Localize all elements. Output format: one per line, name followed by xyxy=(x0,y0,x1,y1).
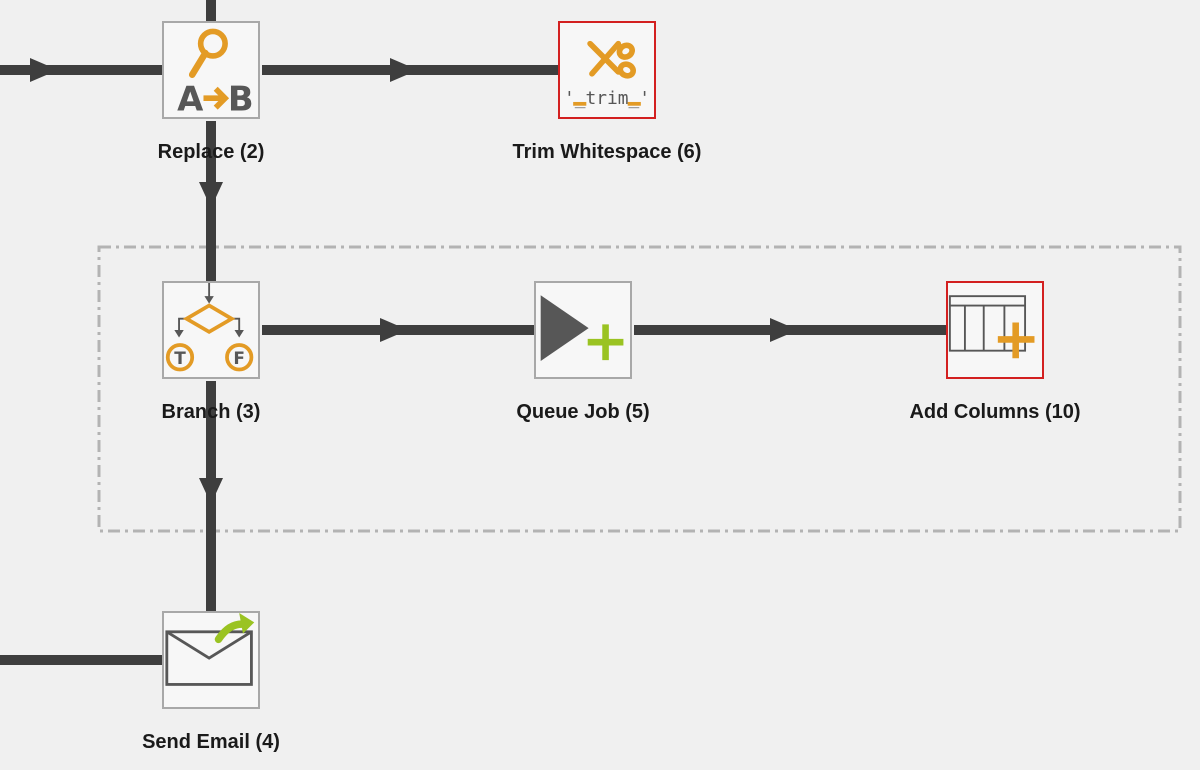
node-queue-job-label: Queue Job (5) xyxy=(516,401,650,423)
false-label: F xyxy=(233,348,245,368)
node-replace-label: Replace (2) xyxy=(157,141,265,163)
replace-a-to-b-icon: A B xyxy=(177,28,254,117)
node-add-columns[interactable] xyxy=(946,281,1044,379)
connector-arrows xyxy=(30,58,798,504)
play-plus-icon xyxy=(540,295,624,362)
node-branch-label: Branch (3) xyxy=(161,401,261,423)
table-add-columns-icon xyxy=(948,295,1035,359)
branch-true-false-icon: T F xyxy=(165,283,254,372)
node-group-container[interactable] xyxy=(97,245,1182,533)
letter-b-text: B xyxy=(228,79,254,117)
connectors xyxy=(0,0,946,665)
node-replace[interactable]: A B xyxy=(162,21,260,119)
letter-a-text: A xyxy=(177,79,204,117)
scissors-trim-icon: '_trim_' xyxy=(564,40,650,109)
arrow-right-icon xyxy=(770,318,798,342)
arrow-right-icon xyxy=(30,58,58,82)
true-label: T xyxy=(174,348,186,368)
node-branch[interactable]: T F xyxy=(162,281,260,379)
node-trim-whitespace-label: Trim Whitespace (6) xyxy=(512,141,702,163)
node-send-email[interactable] xyxy=(162,611,260,709)
arrow-right-icon xyxy=(380,318,408,342)
node-send-email-label: Send Email (4) xyxy=(142,731,280,753)
node-trim-whitespace[interactable]: '_trim_' xyxy=(558,21,656,119)
arrow-down-icon xyxy=(199,182,223,208)
arrow-right-icon xyxy=(390,58,418,82)
envelope-send-icon xyxy=(165,613,255,686)
arrow-down-icon xyxy=(199,478,223,504)
node-queue-job[interactable] xyxy=(534,281,632,379)
node-add-columns-label: Add Columns (10) xyxy=(909,401,1081,423)
